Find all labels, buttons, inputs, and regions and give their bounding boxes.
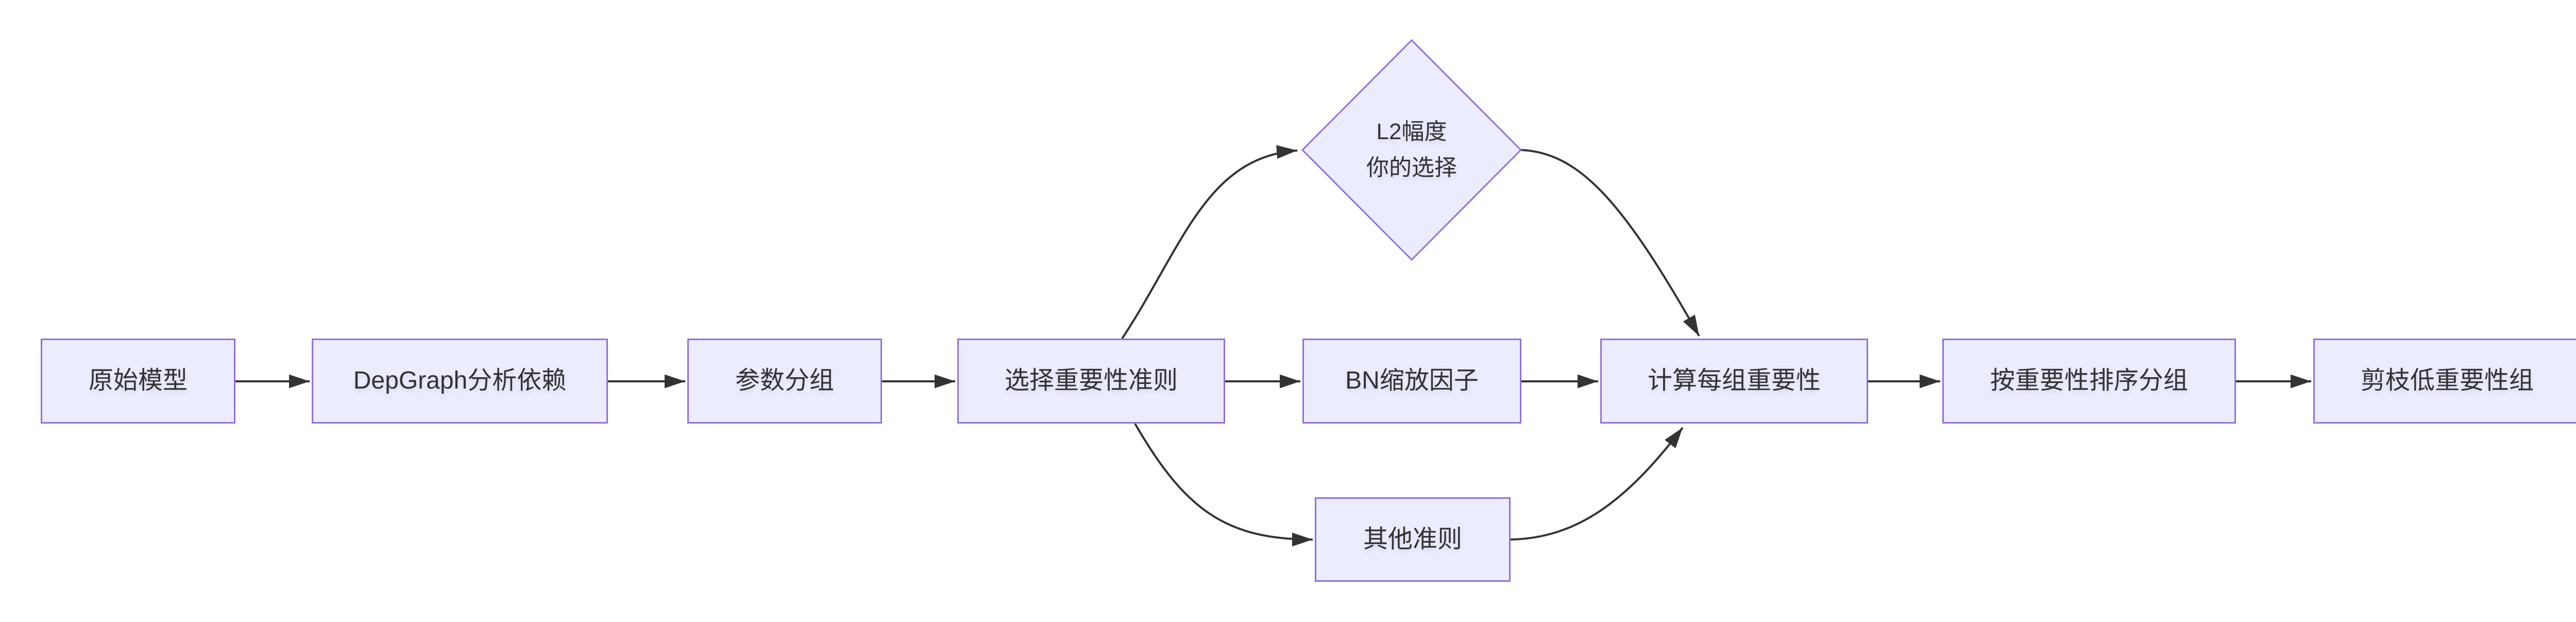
node-depgraph-analyze: DepGraph分析依赖: [312, 339, 608, 424]
node-compute-importance: 计算每组重要性: [1600, 339, 1868, 424]
node-param-grouping: 参数分组: [687, 339, 882, 424]
node-bn-scaling: BN缩放因子: [1302, 339, 1521, 424]
node-l2-magnitude: L2幅度 你的选择: [1366, 119, 1457, 180]
node-other-criteria: 其他准则: [1315, 497, 1511, 582]
node-select-criterion: 选择重要性准则: [957, 339, 1225, 424]
node-sort-groups: 按重要性排序分组: [1942, 339, 2236, 424]
node-prune-low: 剪枝低重要性组: [2313, 339, 2576, 424]
node-original-model: 原始模型: [41, 339, 235, 424]
